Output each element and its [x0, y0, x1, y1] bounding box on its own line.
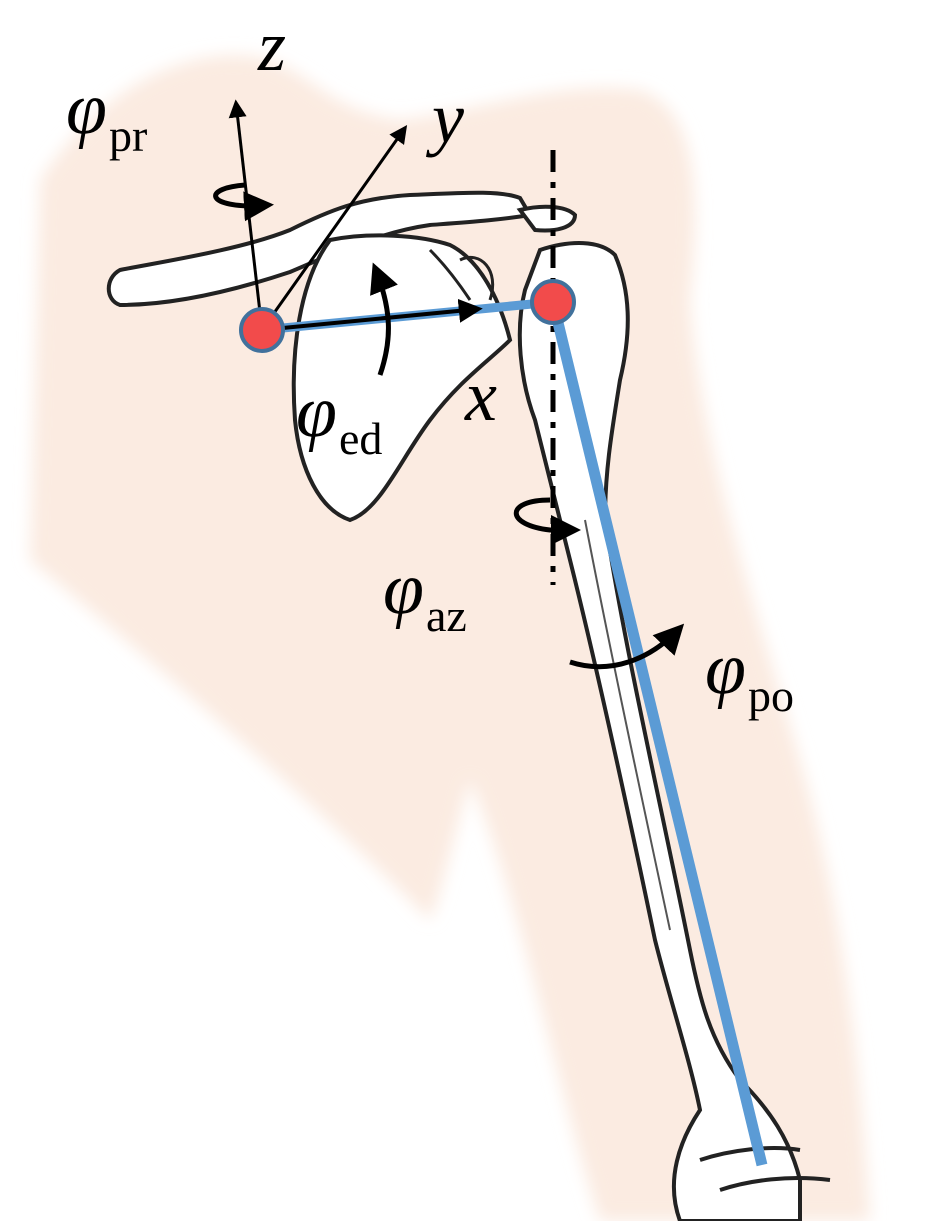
angle-label-elevation: φed: [296, 371, 383, 464]
sternoclavicular-joint: [239, 307, 285, 353]
angle-label-azimuth: φaz: [383, 548, 467, 641]
angle-label-protraction: φpr: [66, 68, 148, 161]
humerus-link: [547, 300, 768, 1167]
angle-label-pole: φpo: [705, 628, 794, 721]
pole-rotation-arrow: [569, 623, 685, 670]
z-axis-label: z: [258, 6, 287, 86]
scapula-bone: [291, 233, 513, 523]
x-axis-arrow: [261, 298, 483, 332]
glenohumeral-joint: [530, 279, 576, 325]
elevation-rotation-arrow: [370, 262, 398, 376]
protraction-rotation-arrow: [213, 182, 274, 222]
humerus-bone: [517, 241, 831, 1221]
y-axis-label: y: [432, 78, 464, 158]
y-axis-arrow: [260, 125, 408, 331]
azimuth-rotation-arrow: [514, 497, 581, 545]
x-axis-label: x: [465, 356, 497, 436]
